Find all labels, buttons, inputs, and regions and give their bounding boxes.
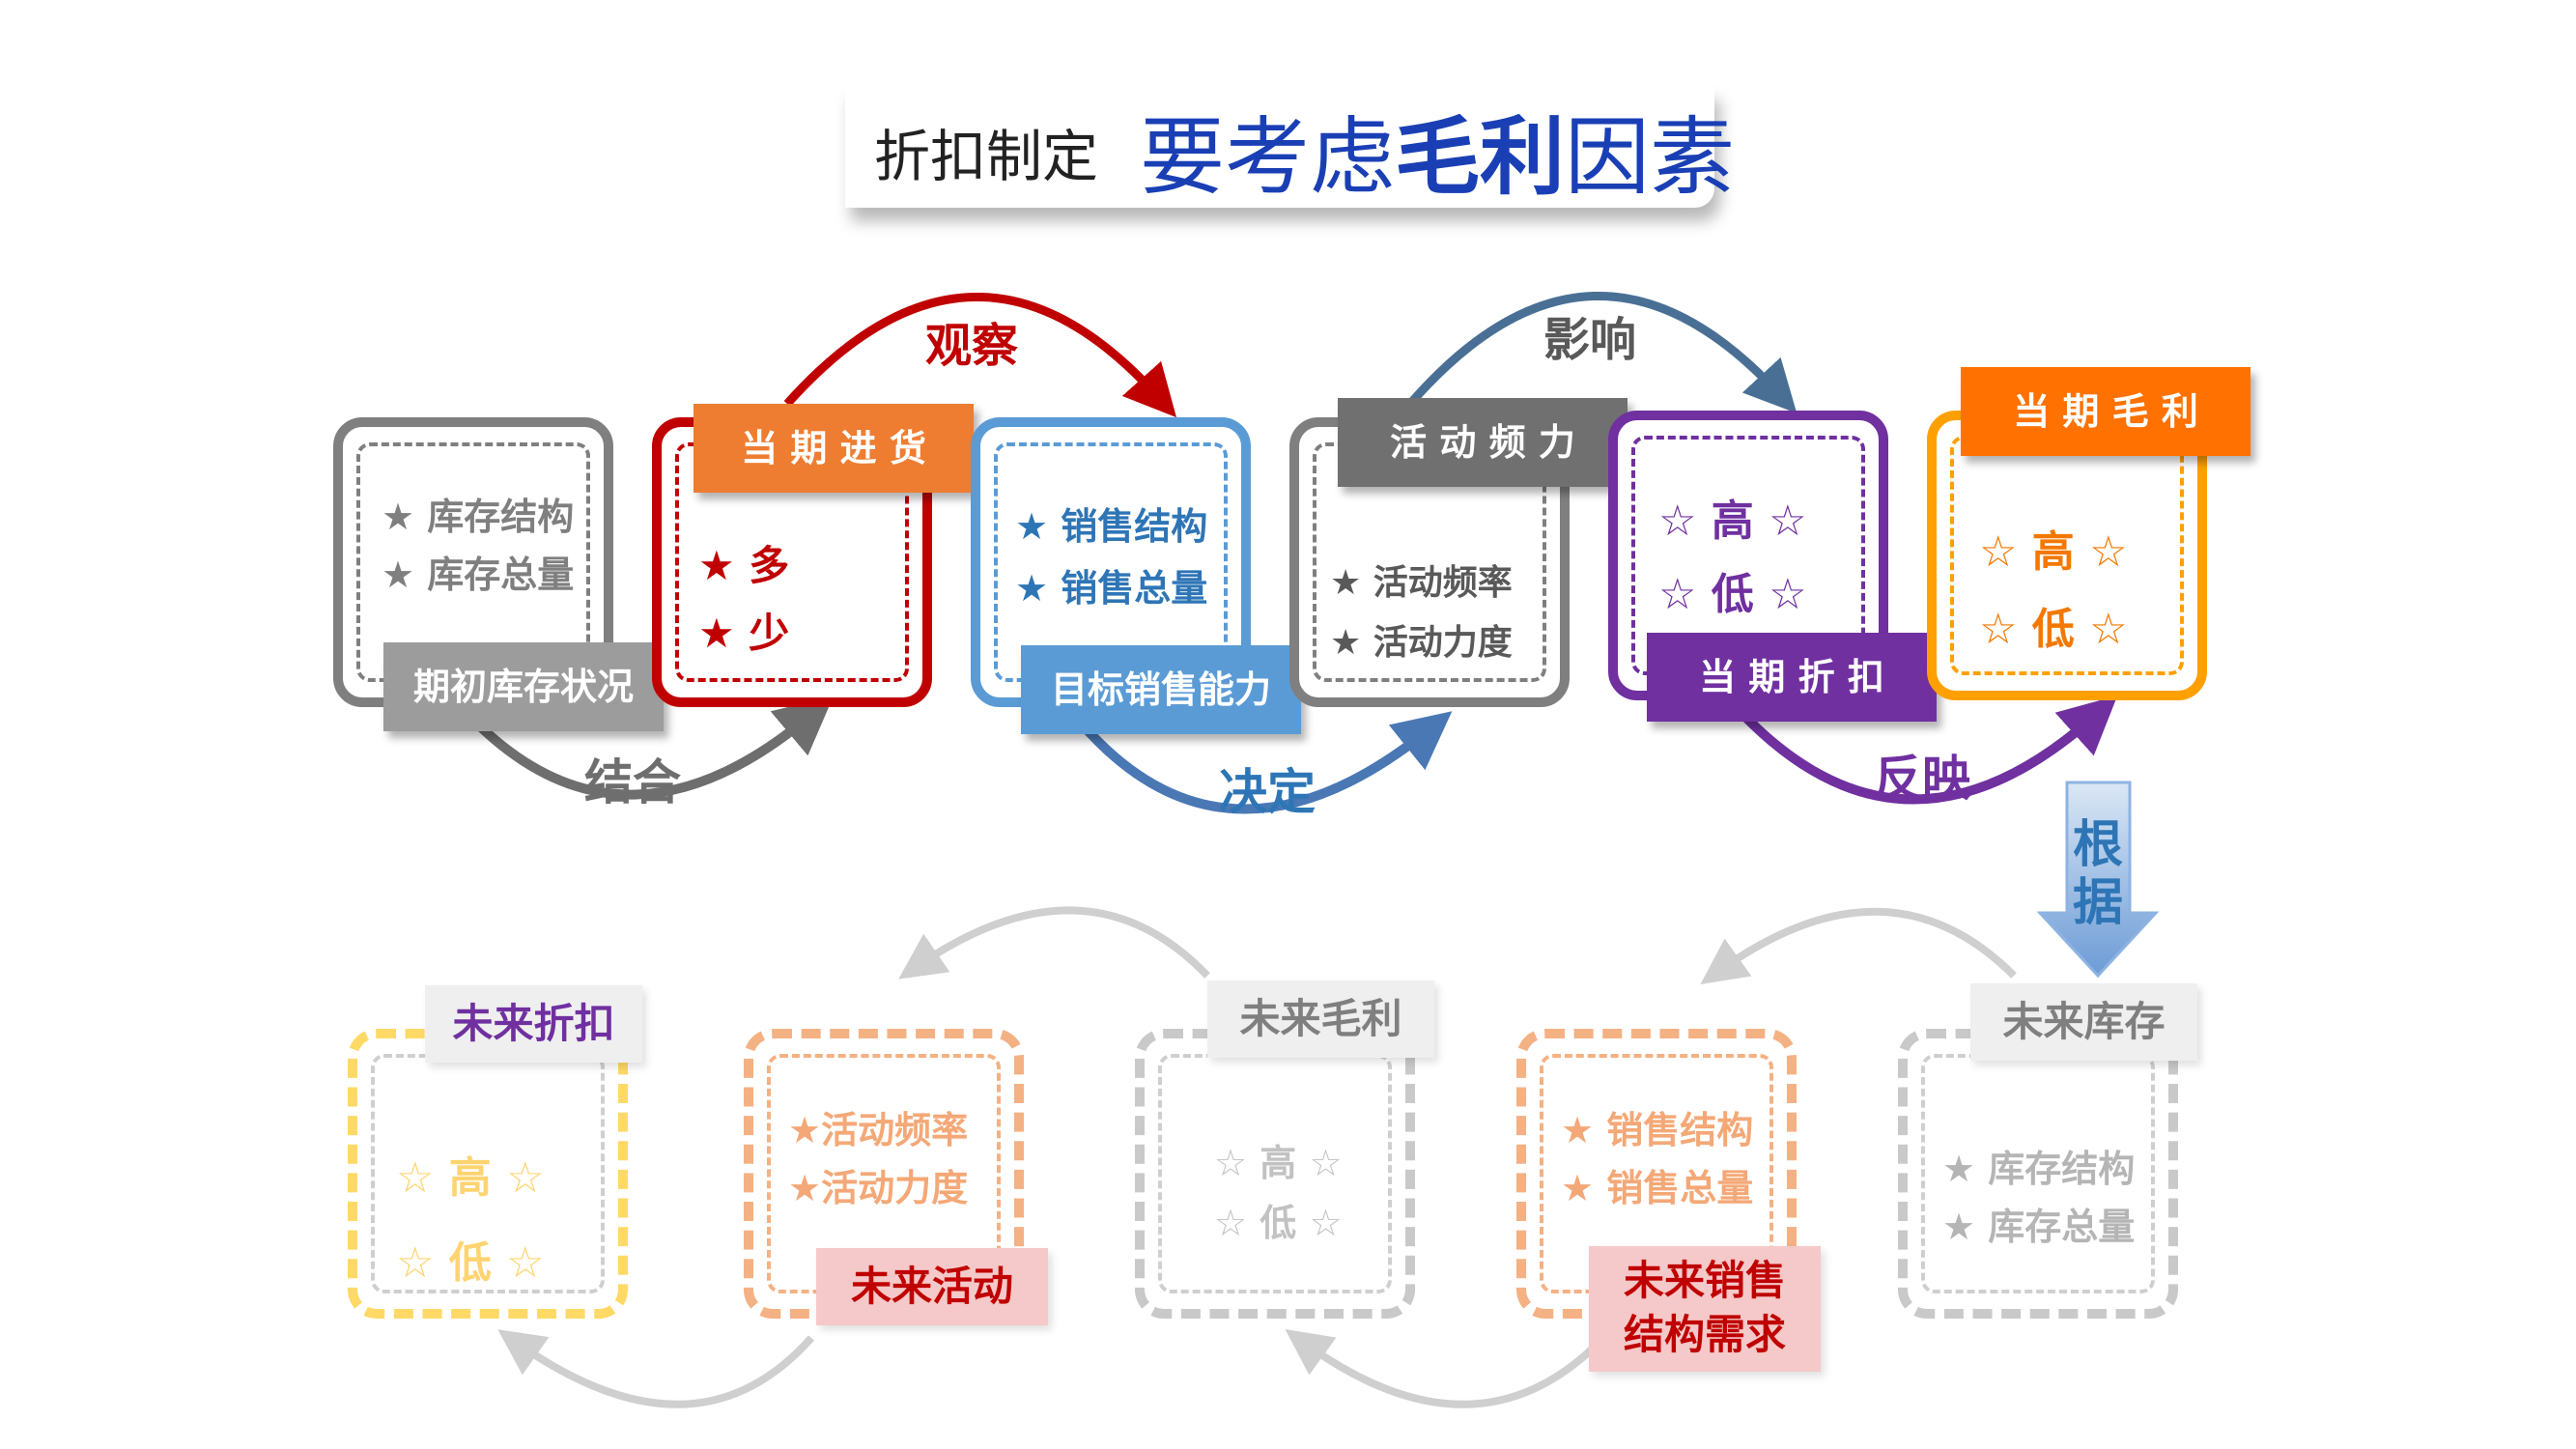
future-discount-line-2: ☆ 低 ☆: [396, 1238, 545, 1288]
box1-line-2: ★ 库存总量: [382, 554, 575, 596]
page-title: 要考虑毛利因素: [1140, 107, 1736, 207]
future-activity-line-2: ★活动力度: [788, 1167, 969, 1209]
future-margin-line-2: ☆ 低 ☆: [1214, 1202, 1343, 1244]
future-stock-line-2: ★ 库存总量: [1942, 1206, 2136, 1248]
flow-according: 根据: [2072, 816, 2123, 932]
arrow-combine: [474, 696, 834, 800]
future-discount-line-1: ☆ 高 ☆: [396, 1153, 545, 1203]
arrow-observe: [783, 293, 1177, 418]
box-future-margin: ☆ 高 ☆ ☆ 低 ☆: [1135, 1029, 1415, 1319]
flow-observe: 观察: [925, 319, 1019, 373]
box1-line-1: ★ 库存结构: [382, 496, 575, 538]
future-sales-line-2: ★ 销售总量: [1561, 1167, 1754, 1209]
label-current-margin: 当 期 毛 利: [1961, 367, 2250, 456]
box5-line-2: ☆ 低 ☆: [1658, 570, 1807, 619]
box3-line-1: ★ 销售结构: [1015, 505, 1208, 548]
title-banner: [845, 87, 1714, 208]
arrow-influence: [1406, 291, 1798, 413]
label-future-sales-line-2: 结构需求: [1623, 1311, 1786, 1358]
future-stock-line-1: ★ 库存结构: [1942, 1148, 2136, 1190]
box6-line-2: ☆ 低 ☆: [1979, 605, 2128, 654]
box2-line-2: ★ 少: [698, 610, 790, 657]
box6-line-1: ☆ 高 ☆: [1979, 527, 2128, 577]
label-initial-stock: 期初库存状况: [383, 642, 664, 731]
box-future-stock: ★ 库存结构 ★ 库存总量: [1898, 1029, 2178, 1319]
box-future-discount: ☆ 高 ☆ ☆ 低 ☆: [348, 1029, 628, 1319]
arrow-decide: [1083, 711, 1453, 814]
box5-line-1: ☆ 高 ☆: [1658, 497, 1807, 546]
box2-line-1: ★ 多: [698, 542, 790, 589]
label-future-margin: 未来毛利: [1207, 980, 1434, 1058]
future-sales-line-1: ★ 销售结构: [1561, 1109, 1754, 1151]
label-future-discount: 未来折扣: [425, 985, 642, 1063]
box-current-margin: ☆ 高 ☆ ☆ 低 ☆: [1927, 411, 2207, 700]
future-activity-line-1: ★活动频率: [788, 1109, 969, 1151]
arrow-faint-4: [1285, 1328, 1606, 1408]
box3-line-2: ★ 销售总量: [1015, 567, 1208, 610]
label-current-purchase: 当 期 进 货: [694, 404, 974, 493]
label-future-sales: 未来销售 结构需求: [1589, 1246, 1821, 1372]
arrow-according: [2036, 781, 2160, 979]
arrow-reflect: [1740, 695, 2118, 805]
label-future-activity: 未来活动: [816, 1248, 1048, 1325]
label-activity: 活 动 频 力: [1338, 398, 1628, 487]
flow-decide: 决定: [1219, 764, 1316, 820]
label-sales-target: 目标销售能力: [1021, 645, 1301, 734]
flow-influence: 影响: [1543, 313, 1637, 367]
title-prefix: 折扣制定: [874, 124, 1099, 189]
flow-combine: 结合: [584, 754, 681, 810]
label-future-sales-line-1: 未来销售: [1623, 1257, 1786, 1304]
box4-line-2: ★ 活动力度: [1330, 623, 1513, 663]
arrow-faint-3: [497, 1329, 814, 1408]
future-margin-line-1: ☆ 高 ☆: [1214, 1142, 1343, 1184]
flow-reflect: 反映: [1874, 751, 1970, 807]
label-future-stock: 未来库存: [1970, 983, 2197, 1061]
arrow-faint-2: [1700, 907, 2017, 984]
arrow-faint-1: [898, 906, 1210, 980]
label-current-discount: 当 期 折 扣: [1647, 633, 1937, 722]
box4-line-1: ★ 活动频率: [1330, 563, 1513, 603]
